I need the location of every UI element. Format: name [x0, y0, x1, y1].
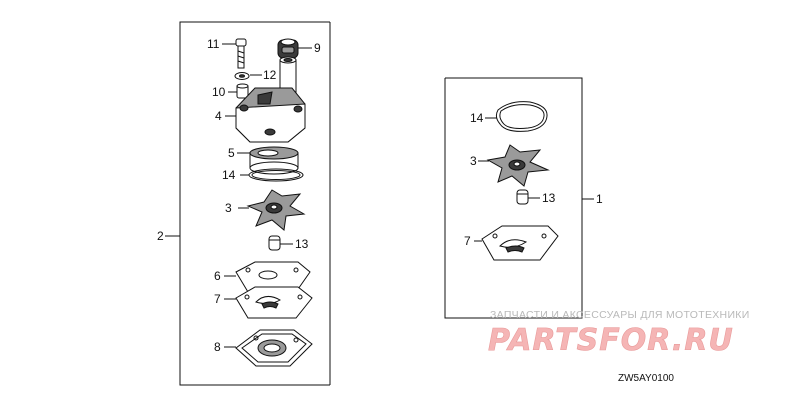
impeller-part	[246, 189, 306, 231]
callout-label: 3	[470, 154, 477, 168]
callout-label: 11	[207, 37, 220, 51]
assembly-left-label: 2	[157, 229, 164, 243]
callout-label: 5	[228, 146, 235, 160]
callout-label: 14	[222, 168, 236, 182]
pump-housing-part	[235, 56, 306, 143]
callout-label: 3	[225, 201, 232, 215]
key-part	[268, 235, 281, 251]
watermark-tagline: ЗАПЧАСТИ И АКСЕССУАРЫ ДЛЯ МОТОТЕХНИКИ	[490, 309, 750, 321]
drawing-code: ZW5AY0100	[618, 373, 674, 384]
callout-label: 12	[263, 68, 277, 82]
watermark: ЗАПЧАСТИ И АКСЕССУАРЫ ДЛЯ МОТОТЕХНИКИ PA…	[488, 309, 750, 358]
grommet-part	[277, 38, 299, 59]
callout-label: 8	[214, 340, 221, 354]
callout-label: 6	[214, 269, 221, 283]
callout-label: 7	[464, 234, 471, 248]
callout-label: 14	[470, 111, 484, 125]
plate-part	[481, 225, 559, 261]
key-part	[516, 189, 529, 205]
base-gasket-part	[235, 329, 313, 367]
assembly-right-label: 1	[596, 192, 603, 206]
o-ring-part	[248, 168, 304, 182]
plate-part	[235, 286, 313, 319]
bolt-part	[235, 38, 247, 69]
callout-label: 7	[214, 292, 221, 306]
watermark-brand: PARTSFOR.RU	[488, 323, 734, 358]
assembly-right-bracket: 1	[444, 77, 603, 319]
callout-label: 13	[542, 191, 556, 205]
assembly-left-bracket: 2	[157, 21, 331, 386]
washer-part	[234, 72, 250, 80]
collar-part	[236, 83, 249, 99]
o-ring-part	[495, 101, 548, 132]
callout-label: 13	[295, 237, 309, 251]
callout-label: 9	[314, 41, 321, 55]
callout-label: 10	[212, 85, 226, 99]
impeller-part	[486, 144, 550, 187]
callout-label: 4	[215, 109, 222, 123]
